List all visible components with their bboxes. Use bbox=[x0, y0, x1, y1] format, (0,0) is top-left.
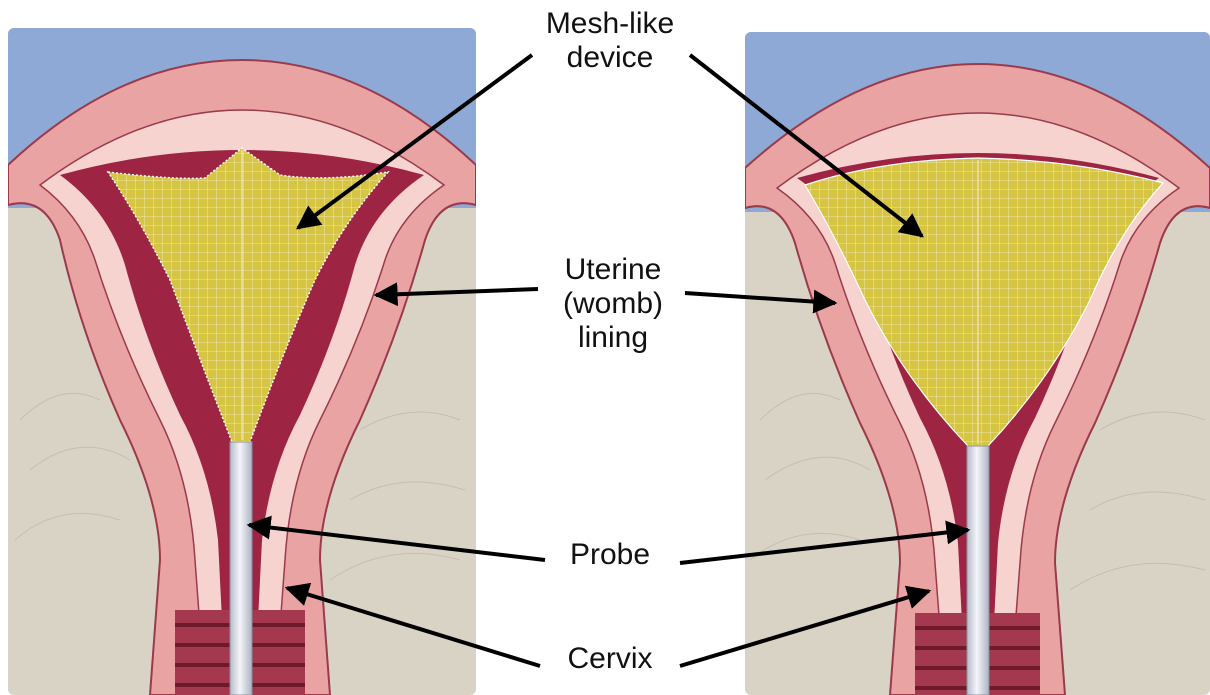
mesh-label-line2: device bbox=[530, 41, 690, 75]
lining-label-line1: Uterine bbox=[538, 253, 688, 287]
right-illustration bbox=[745, 32, 1210, 695]
mesh-label-line1: Mesh-like bbox=[530, 7, 690, 41]
probe bbox=[230, 442, 252, 695]
mesh-device-label: Mesh-like device bbox=[530, 7, 690, 75]
lining-label: Uterine (womb) lining bbox=[538, 253, 688, 355]
probe-label-text: Probe bbox=[540, 538, 680, 572]
probe bbox=[967, 446, 989, 695]
lining-label-line2: (womb) bbox=[538, 287, 688, 321]
cervix-label: Cervix bbox=[535, 642, 685, 676]
left-illustration bbox=[8, 28, 476, 695]
lining-label-line3: lining bbox=[538, 321, 688, 355]
probe-label: Probe bbox=[540, 538, 680, 572]
cervix-label-text: Cervix bbox=[535, 642, 685, 676]
